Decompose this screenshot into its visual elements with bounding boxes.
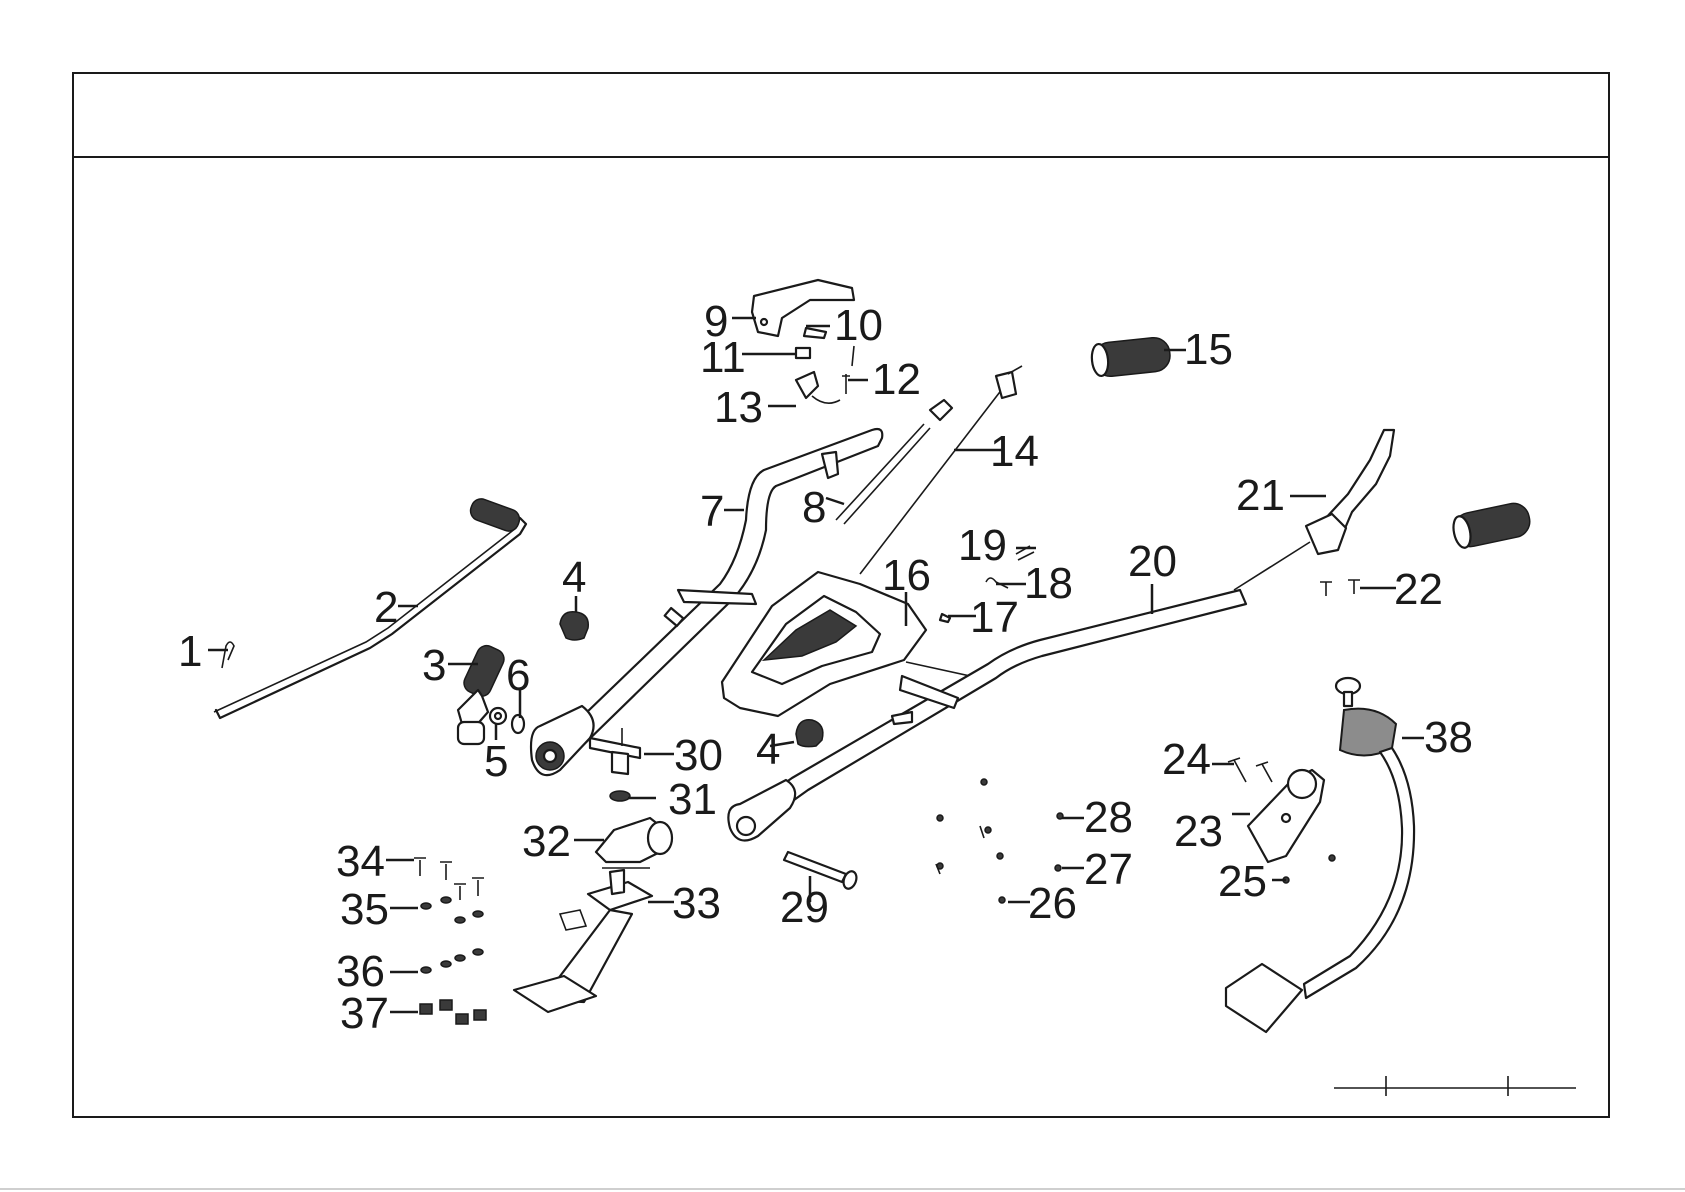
label-4-upper: 4 <box>562 553 586 602</box>
label-27: 27 <box>1084 845 1133 894</box>
label-23: 23 <box>1174 807 1223 856</box>
label-12: 12 <box>872 355 921 404</box>
label-38: 38 <box>1424 713 1473 762</box>
part-36-washers <box>421 949 483 973</box>
label-20: 20 <box>1128 537 1177 586</box>
label-35: 35 <box>340 885 389 934</box>
label-22: 22 <box>1394 565 1443 614</box>
label-16: 16 <box>882 551 931 600</box>
part-22-screws <box>1320 580 1360 596</box>
label-24: 24 <box>1162 735 1211 784</box>
part-grip-right <box>1451 500 1533 549</box>
part-4-bushing-lower <box>796 720 823 747</box>
label-30: 30 <box>674 731 723 780</box>
part-1-r-pin <box>222 642 234 668</box>
part-37-nuts <box>420 1000 486 1024</box>
label-26: 26 <box>1028 879 1077 928</box>
part-32-swivel <box>596 818 672 868</box>
label-7: 7 <box>700 487 724 536</box>
part-30-t-fitting <box>590 728 640 774</box>
label-32: 32 <box>522 817 571 866</box>
label-21: 21 <box>1236 471 1285 520</box>
part-6-washer <box>512 715 524 733</box>
label-11: 11 <box>700 333 746 382</box>
label-34: 34 <box>336 837 385 886</box>
label-5: 5 <box>484 737 508 786</box>
part-38-pedal <box>1226 678 1414 1032</box>
part-8-cable <box>836 400 952 524</box>
part-35-washers <box>421 897 483 923</box>
bottom-edge-line <box>0 1188 1685 1190</box>
part-13-switch <box>796 372 840 403</box>
label-3: 3 <box>422 641 446 690</box>
label-31: 31 <box>668 775 717 824</box>
scale-bar <box>1334 1076 1576 1096</box>
label-15: 15 <box>1184 325 1233 374</box>
part-31-washer <box>610 791 630 801</box>
part-11-nut <box>796 348 810 358</box>
label-1: 1 <box>178 627 202 676</box>
part-4-bushing-upper <box>560 612 588 640</box>
label-18: 18 <box>1024 559 1073 608</box>
label-14: 14 <box>990 427 1039 476</box>
part-33-stand <box>514 870 652 1012</box>
label-37: 37 <box>340 989 389 1038</box>
part-12-bolts <box>842 346 854 394</box>
label-29: 29 <box>780 883 829 932</box>
part-3-crank <box>458 642 507 744</box>
label-19: 19 <box>958 521 1007 570</box>
label-25: 25 <box>1218 857 1267 906</box>
part-23-bracket <box>1248 770 1324 862</box>
label-28: 28 <box>1084 793 1133 842</box>
label-4-lower: 4 <box>756 725 780 774</box>
part-34-bolts <box>414 858 484 900</box>
part-15-grip <box>1090 336 1171 378</box>
part-10-bolt <box>804 328 826 338</box>
label-10: 10 <box>834 301 883 350</box>
label-13: 13 <box>714 383 763 432</box>
label-33: 33 <box>672 879 721 928</box>
label-17: 17 <box>970 593 1019 642</box>
part-24-bolts <box>1228 758 1272 782</box>
label-8: 8 <box>802 483 826 532</box>
label-2: 2 <box>374 583 398 632</box>
label-6: 6 <box>506 651 530 700</box>
